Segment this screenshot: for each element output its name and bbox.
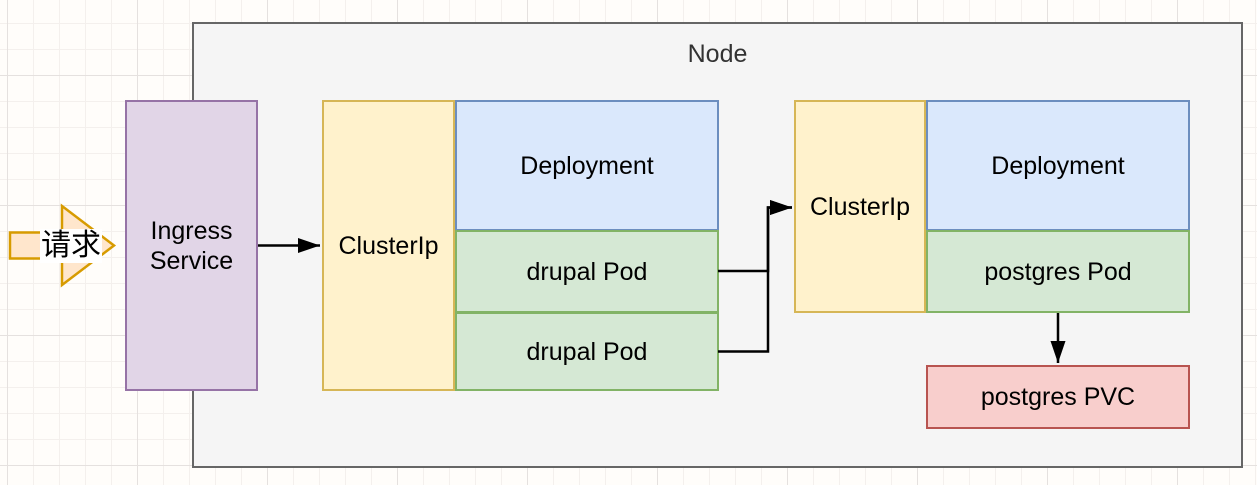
deployment-frontend-box[interactable]: Deployment bbox=[455, 100, 719, 231]
drupal-pod-2-box[interactable]: drupal Pod bbox=[455, 312, 719, 391]
clusterip-frontend-box[interactable]: ClusterIp bbox=[322, 100, 455, 391]
postgres-pod-label: postgres Pod bbox=[984, 257, 1132, 286]
drupal-pod-2-label: drupal Pod bbox=[526, 337, 648, 366]
request-label[interactable]: 请求 bbox=[40, 229, 102, 263]
postgres-pvc-label: postgres PVC bbox=[980, 383, 1136, 411]
deployment-backend-label: Deployment bbox=[991, 151, 1125, 180]
ingress-service-box[interactable]: Ingress Service bbox=[125, 100, 258, 391]
postgres-pvc-box[interactable]: postgres PVC bbox=[926, 365, 1190, 429]
clusterip-backend-label: ClusterIp bbox=[809, 192, 911, 221]
node-group-title: Node bbox=[687, 40, 748, 68]
drupal-pod-1-box[interactable]: drupal Pod bbox=[455, 230, 719, 313]
deployment-frontend-label: Deployment bbox=[520, 151, 654, 180]
ingress-service-label: Ingress Service bbox=[149, 216, 234, 275]
clusterip-frontend-label: ClusterIp bbox=[338, 231, 439, 260]
drupal-pod-1-label: drupal Pod bbox=[526, 257, 648, 286]
deployment-backend-box[interactable]: Deployment bbox=[926, 100, 1190, 231]
postgres-pod-box[interactable]: postgres Pod bbox=[926, 230, 1190, 313]
clusterip-backend-box[interactable]: ClusterIp bbox=[794, 100, 926, 313]
